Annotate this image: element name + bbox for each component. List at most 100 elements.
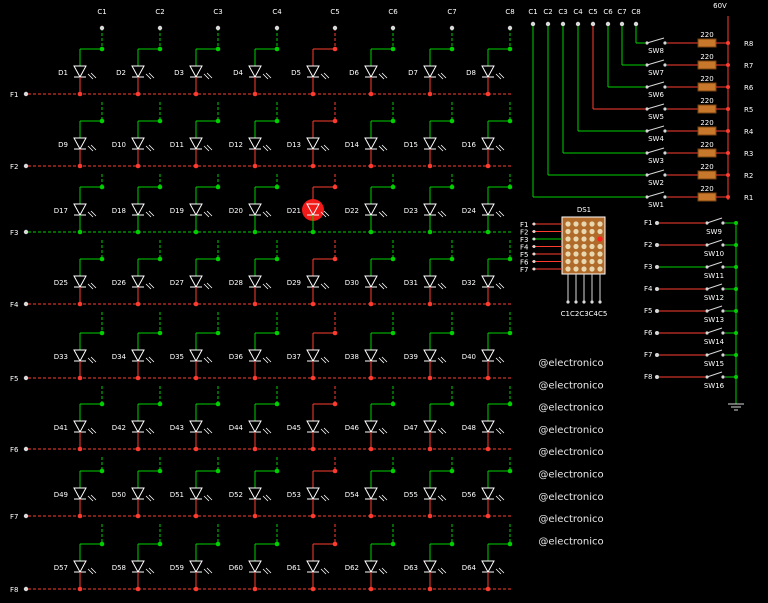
- diode-triangle: [131, 65, 145, 79]
- diode-D33: [73, 349, 97, 364]
- led-arrow: [265, 72, 272, 79]
- row-switch-terminal: [655, 353, 659, 357]
- switch-lever: [706, 283, 723, 290]
- switch-contact: [721, 265, 725, 269]
- led-arrow: [148, 72, 155, 79]
- diode-triangle: [73, 560, 87, 574]
- diode-label: D36: [229, 353, 244, 361]
- diode-D27: [189, 275, 213, 290]
- column-node: [390, 401, 396, 407]
- diode-triangle: [306, 560, 320, 574]
- diode-label: D14: [345, 141, 360, 149]
- matrix-led: [581, 266, 587, 272]
- matrix-led: [573, 258, 579, 265]
- column-node: [332, 118, 338, 124]
- diode-label: D27: [170, 279, 184, 287]
- diode-label: D17: [54, 207, 68, 215]
- row-node: [310, 301, 316, 307]
- led-arrow: [320, 568, 327, 575]
- row-node: [77, 163, 83, 169]
- resistor-value: 220: [700, 31, 713, 39]
- diode-triangle: [423, 65, 437, 79]
- led-arrow: [262, 145, 269, 152]
- watermark-text: @electronico: [538, 380, 603, 391]
- column-node: [274, 401, 280, 407]
- led-arrow: [378, 568, 385, 575]
- supply-node: [726, 195, 730, 199]
- led-arrow: [265, 144, 272, 151]
- diode-label: D47: [404, 424, 418, 432]
- led-arrow: [148, 210, 155, 217]
- column-node: [215, 46, 221, 52]
- diode-triangle: [364, 560, 378, 574]
- column-node: [215, 468, 221, 474]
- led-arrow: [323, 144, 330, 151]
- led-arrow: [265, 356, 272, 363]
- diode-label: D38: [345, 353, 359, 361]
- matrix-row-pin: [532, 230, 536, 233]
- diode-D63: [423, 560, 447, 575]
- led-arrow: [262, 211, 269, 218]
- led-arrow: [437, 73, 444, 80]
- diode-D45: [306, 420, 330, 435]
- row-switch-label: F6: [644, 329, 653, 337]
- row-node: [485, 301, 491, 307]
- resistor-value: 220: [700, 53, 713, 61]
- resistor: [697, 126, 717, 136]
- led-arrow: [381, 282, 388, 289]
- column-label: C3: [213, 8, 222, 16]
- column-node: [507, 401, 513, 407]
- resistor-label: R2: [744, 172, 753, 180]
- matrix-led: [581, 236, 587, 242]
- row-switch-terminal: [655, 243, 659, 247]
- column-node: [274, 46, 280, 52]
- resistor-value: 220: [700, 185, 713, 193]
- led-arrow: [90, 567, 97, 574]
- diode-triangle: [248, 420, 262, 434]
- diode-triangle: [189, 137, 203, 151]
- diode-label: D1: [58, 69, 68, 77]
- resistor-label: R6: [744, 84, 754, 92]
- row-node: [193, 586, 199, 592]
- led-arrow: [323, 356, 330, 363]
- led-arrow: [320, 73, 327, 80]
- diode-D26: [131, 275, 155, 290]
- row-terminal: [23, 229, 29, 235]
- row-node: [427, 229, 433, 235]
- diode-triangle: [306, 137, 320, 151]
- switch-column-terminal: [605, 21, 611, 27]
- matrix-led: [589, 228, 595, 235]
- led-arrow: [437, 283, 444, 290]
- switch-column-terminal: [590, 21, 596, 27]
- column-node: [449, 184, 455, 190]
- diode-triangle: [73, 420, 87, 434]
- row-node: [310, 375, 316, 381]
- switch-label: SW3: [648, 157, 664, 165]
- column-node: [449, 118, 455, 124]
- switch-column-label: C1: [528, 8, 537, 16]
- row-switch-terminal: [655, 375, 659, 379]
- row-node: [77, 446, 83, 452]
- matrix-led: [581, 258, 587, 265]
- matrix-name: DS1: [577, 206, 591, 214]
- led-arrow: [90, 210, 97, 217]
- row-switch-label: F8: [644, 373, 652, 381]
- matrix-led: [589, 258, 595, 265]
- matrix-row-pin: [532, 260, 536, 263]
- led-arrow: [323, 72, 330, 79]
- column-node: [390, 330, 396, 336]
- switch-label: SW4: [648, 135, 664, 143]
- row-node: [252, 513, 258, 519]
- column-node: [507, 541, 513, 547]
- diode-label: D13: [287, 141, 301, 149]
- diode-label: D64: [462, 564, 477, 572]
- led-arrow: [206, 210, 213, 217]
- diode-label: D49: [54, 491, 68, 499]
- matrix-led: [565, 258, 571, 265]
- matrix-led: [581, 243, 587, 250]
- row-node: [485, 91, 491, 97]
- row-node: [368, 586, 374, 592]
- matrix-row-label: F1: [520, 221, 528, 229]
- column-label: C4: [272, 8, 282, 16]
- led-arrow: [498, 72, 505, 79]
